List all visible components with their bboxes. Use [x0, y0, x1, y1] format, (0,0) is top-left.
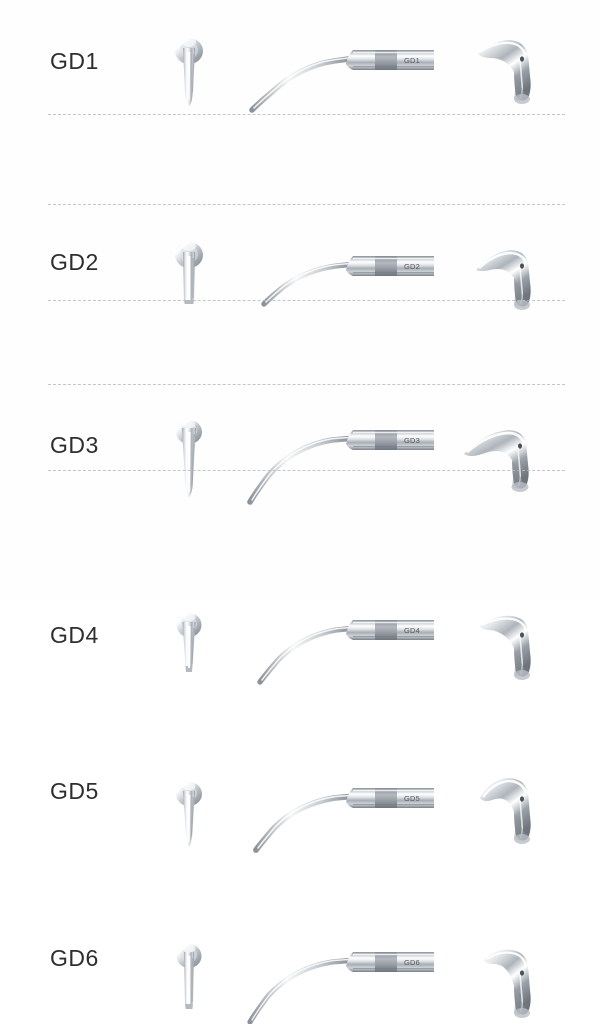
tip-front-view [160, 238, 218, 314]
row-divider [48, 114, 565, 115]
handle-code-text: GD1 [404, 56, 420, 65]
tip-front-view [160, 942, 218, 1024]
model-code-label: GD1 [50, 48, 99, 74]
product-row: GD3 GD3 [0, 204, 600, 505]
handle-code-text: GD2 [404, 262, 420, 271]
handle-code-text: GD5 [404, 794, 420, 803]
tip-front-view [160, 778, 218, 852]
product-row: GD4 GD4 [0, 300, 600, 685]
model-code-label: GD4 [50, 622, 99, 648]
product-row: GD1 GD1 [0, 0, 600, 114]
row-divider [48, 300, 565, 301]
tip-front-view [160, 34, 218, 112]
handle-code-text: GD3 [404, 436, 420, 445]
tip-side-profile: GD2 [238, 240, 438, 307]
tip-side-profile: GD6 [238, 938, 438, 1024]
product-row: GD5 GD5 [0, 384, 600, 853]
tip-perspective-view [470, 942, 566, 1024]
handle-code-text: GD4 [404, 626, 420, 635]
model-code-label: GD3 [50, 432, 99, 458]
tip-perspective-view [470, 32, 566, 110]
tip-side-profile: GD1 [238, 30, 438, 113]
model-code-label: GD5 [50, 778, 99, 804]
product-row: GD6 GD6 [0, 470, 600, 1024]
tip-perspective-view [470, 772, 566, 850]
tip-perspective-view [470, 606, 566, 684]
model-code-label: GD2 [50, 249, 99, 275]
row-divider [48, 384, 565, 385]
handle-code-text: GD6 [404, 958, 420, 967]
model-code-label: GD6 [50, 945, 99, 971]
tip-front-view [160, 416, 218, 504]
tip-perspective-view [470, 236, 566, 314]
tip-side-profile: GD4 [238, 604, 438, 685]
row-divider [48, 204, 565, 205]
product-row: GD2 GD2 [0, 114, 600, 310]
tip-side-profile: GD5 [238, 772, 438, 853]
tip-side-profile: GD3 [238, 414, 438, 505]
row-divider [48, 470, 565, 471]
tip-front-view [160, 610, 218, 682]
tip-perspective-view [460, 416, 566, 496]
